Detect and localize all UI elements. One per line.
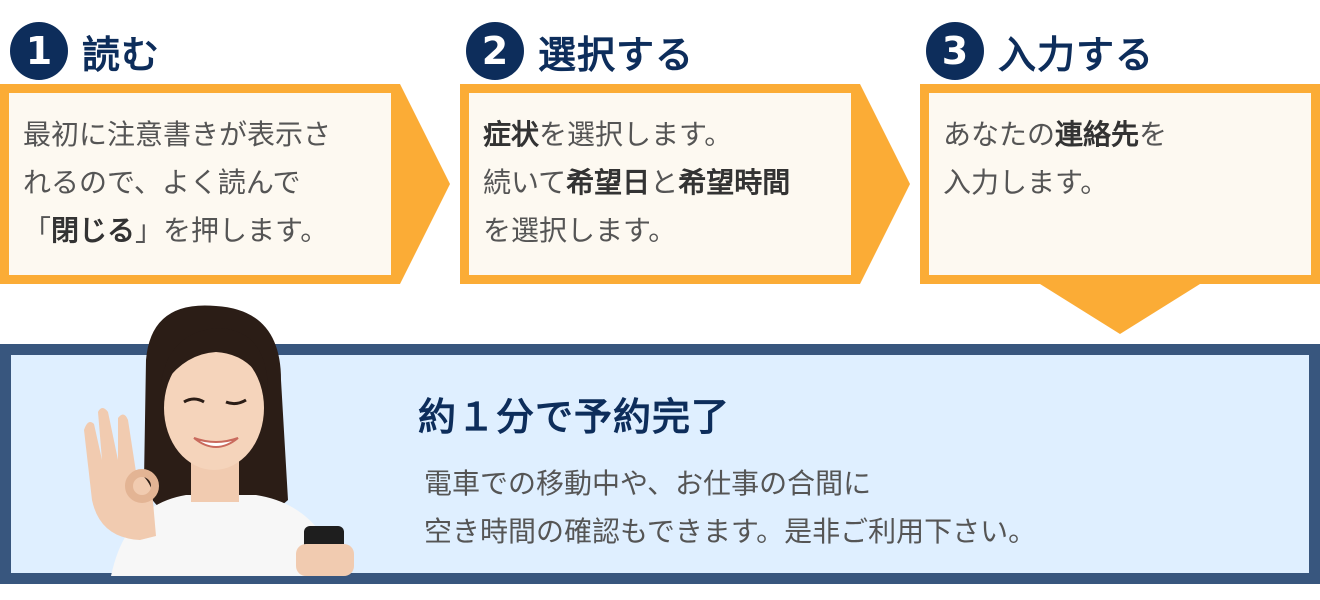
step-text-bold: 閉じる xyxy=(51,214,136,247)
step-1-header: 1 読む xyxy=(10,22,160,80)
step-title: 入力する xyxy=(998,32,1155,77)
arrow-right-icon xyxy=(400,84,450,284)
step-text-bold: 症状 xyxy=(483,118,540,151)
step-text-bold: 希望時間 xyxy=(678,166,791,199)
step-3-box: あなたの連絡先を入力します。 xyxy=(920,84,1320,284)
summary-text: 電車での移動中や、お仕事の合間に 空き時間の確認もできます。是非ご利用下さい。 xyxy=(424,460,1036,556)
step-text-line: れるので、よく読んで xyxy=(23,159,377,207)
step-text-line: 「閉じる」を押します。 xyxy=(23,207,377,255)
step-title: 読む xyxy=(82,32,161,77)
step-text: 「 xyxy=(23,214,52,247)
arrow-right-icon xyxy=(860,84,910,284)
step-1-box: 最初に注意書きが表示されるので、よく読んで「閉じる」を押します。 xyxy=(0,84,400,284)
arrow-down-icon xyxy=(1040,284,1200,334)
step-text: 入力します。 xyxy=(943,166,1109,199)
step-text: あなたの xyxy=(943,118,1056,151)
summary-title: 約１分で予約完了 xyxy=(418,395,731,439)
step-text-line: 続いて希望日と希望時間 xyxy=(483,159,837,207)
step-number-badge: 2 xyxy=(466,22,524,80)
step-text-bold: 希望日 xyxy=(566,166,651,199)
step-text: れるので、よく読んで xyxy=(23,166,301,199)
step-text: 続いて xyxy=(483,166,567,199)
step-number-badge: 3 xyxy=(926,22,984,80)
step-text-line: あなたの連絡先を xyxy=(943,111,1297,159)
step-text-line: を選択します。 xyxy=(483,207,837,255)
step-text: を選択します。 xyxy=(539,118,733,151)
step-number-badge: 1 xyxy=(10,22,68,80)
summary-line: 電車での移動中や、お仕事の合間に xyxy=(424,467,872,500)
step-text: を選択します。 xyxy=(483,214,677,247)
step-text-line: 入力します。 xyxy=(943,159,1297,207)
step-text: と xyxy=(650,166,679,199)
step-text-line: 最初に注意書きが表示さ xyxy=(23,111,377,159)
step-text: 」を押します。 xyxy=(135,214,329,247)
step-title: 選択する xyxy=(538,32,695,77)
step-text-bold: 連絡先 xyxy=(1055,118,1140,151)
summary-line: 空き時間の確認もできます。是非ご利用下さい。 xyxy=(424,515,1037,548)
step-3-header: 3 入力する xyxy=(926,22,1154,80)
step-text: 最初に注意書きが表示さ xyxy=(23,118,332,151)
woman-ok-gesture-image xyxy=(84,305,354,576)
step-2-header: 2 選択する xyxy=(466,22,694,80)
step-2-box: 症状を選択します。続いて希望日と希望時間を選択します。 xyxy=(460,84,860,284)
step-text: を xyxy=(1139,118,1168,151)
step-text-line: 症状を選択します。 xyxy=(483,111,837,159)
